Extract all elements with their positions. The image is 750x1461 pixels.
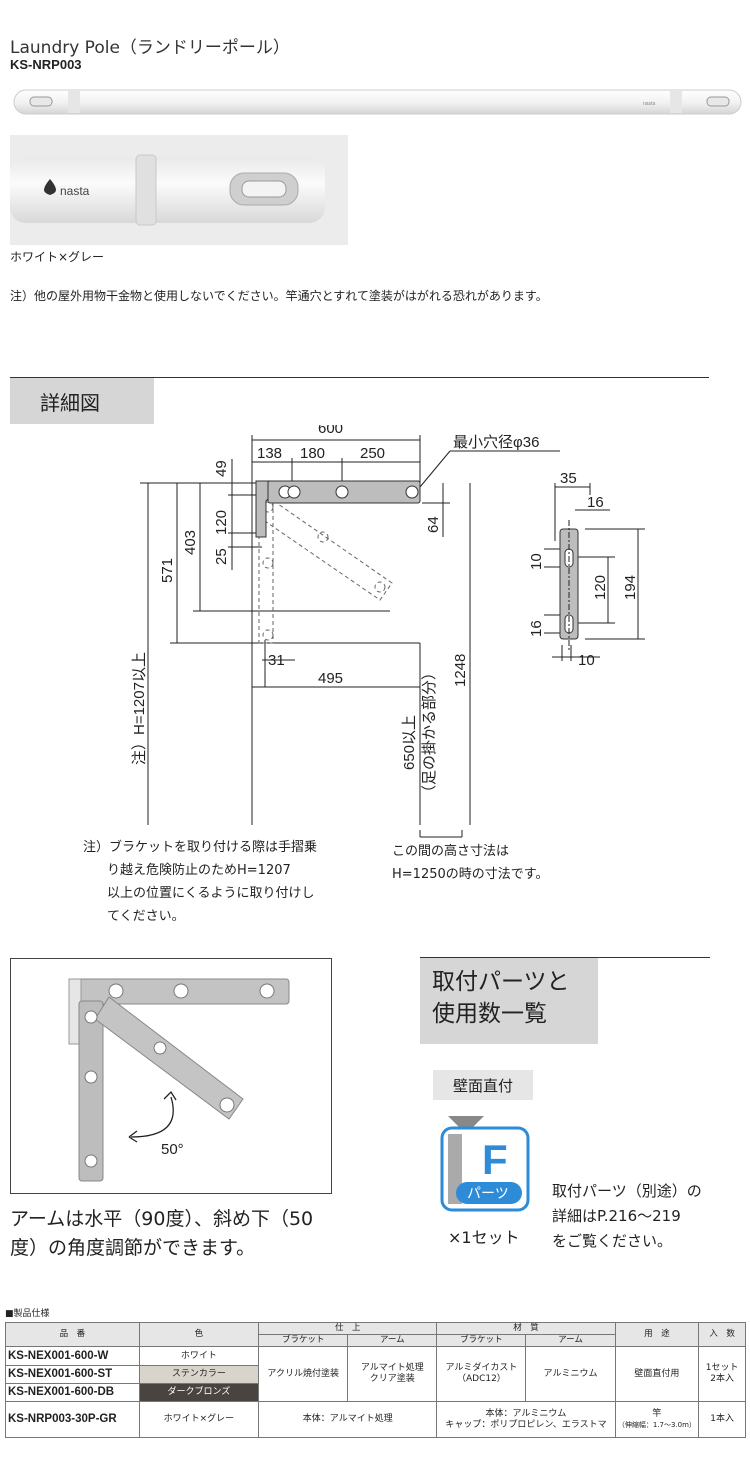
dim-650: 650以上 <box>401 715 418 770</box>
dim-49: 49 <box>213 460 230 477</box>
side-dim-10: 10 <box>528 553 545 570</box>
header-code: 品 番 <box>5 1322 140 1347</box>
header-material-arm: アーム <box>525 1334 616 1347</box>
header-use: 用 途 <box>614 1322 700 1347</box>
nasta-logo-icon <box>44 179 56 195</box>
spec-title: ■製品仕様 <box>5 1309 50 1319</box>
dim-138: 138 <box>257 445 282 462</box>
svg-text:F: F <box>482 1136 508 1183</box>
spec-table: 品 番 色 仕 上 材 質 用 途 入 数 ブラケット アーム ブラケット アー… <box>5 1322 746 1438</box>
parts-heading: 取付パーツと 使用数一覧 <box>420 958 598 1044</box>
mount-type-badge: 壁面直付 <box>433 1070 533 1100</box>
table-row: KS-NEX001-600-DB ダークブロンズ <box>5 1383 746 1402</box>
header-color: 色 <box>138 1322 260 1347</box>
dim-31: 31 <box>268 652 285 669</box>
color-caption: ホワイト×グレー <box>10 250 105 264</box>
svg-text:nasta: nasta <box>643 101 655 107</box>
parts-divider <box>420 957 710 958</box>
table-row: KS-NRP003-30P-GR ホワイト×グレー 本体：アルマイト処理 本体：… <box>5 1401 746 1438</box>
dim-h1207: 注）H=1207以上 <box>131 652 148 765</box>
detail-drawing: 600 138 180 250 最小穴径φ36 49 120 25 403 57… <box>131 425 645 838</box>
detail-heading: 詳細図 <box>10 378 154 424</box>
side-dim-16: 16 <box>587 494 604 511</box>
side-dim-194: 194 <box>622 575 639 600</box>
hole-diameter: 最小穴径φ36 <box>453 434 539 451</box>
dim-180: 180 <box>300 445 325 462</box>
dim-1248: 1248 <box>452 654 469 687</box>
product-code: KS-NRP003 <box>10 57 82 72</box>
header-finish: 仕 上 <box>258 1322 438 1335</box>
product-title: Laundry Pole（ランドリーポール） <box>10 38 290 58</box>
svg-text:パーツ: パーツ <box>467 1186 509 1202</box>
pole-detail-image: nasta <box>10 135 348 245</box>
angle-label: 50° <box>161 1141 184 1158</box>
height-note: この間の高さ寸法は H=1250の時の寸法です。 <box>392 844 549 882</box>
side-dim-10b: 10 <box>578 652 595 669</box>
dim-600: 600 <box>318 425 343 437</box>
usage-note: 注）他の屋外用物干金物と使用しないでください。竿通穴とすれて塗装がはがれる恐れが… <box>10 289 548 303</box>
table-row: KS-NEX001-600-W ホワイト アクリル焼付塗装 アルマイト処理クリア… <box>5 1346 746 1402</box>
header-finish-arm: アーム <box>347 1334 438 1347</box>
parts-f-icon: F パーツ <box>440 1116 530 1212</box>
arm-caption: アームは水平（90度）、斜め下（50 度）の角度調節ができます。 <box>10 1208 314 1259</box>
side-dim-35: 35 <box>560 470 577 487</box>
parts-count: ×1セット <box>448 1228 520 1247</box>
dim-650-note: （足の掛かる部分） <box>421 665 438 800</box>
dim-25: 25 <box>213 548 230 565</box>
parts-reference: 取付パーツ（別途）の 詳細はP.216～219 をご覧ください。 <box>552 1182 702 1250</box>
dim-120: 120 <box>213 510 230 535</box>
dim-403: 403 <box>182 530 199 555</box>
side-dim-120: 120 <box>592 575 609 600</box>
dim-495: 495 <box>318 670 343 687</box>
dim-64: 64 <box>425 516 442 533</box>
pole-full-image: nasta <box>13 89 742 115</box>
arm-photo: 50° <box>10 958 332 1194</box>
side-dim-16b: 16 <box>528 620 545 637</box>
dim-571: 571 <box>159 558 176 583</box>
section-divider <box>10 377 709 378</box>
brand-logo: nasta <box>60 184 90 198</box>
dim-250: 250 <box>360 445 385 462</box>
header-finish-bracket: ブラケット <box>258 1334 349 1347</box>
table-row: KS-NEX001-600-ST ステンカラー <box>5 1365 746 1384</box>
header-material: 材 質 <box>436 1322 616 1335</box>
header-qty: 入 数 <box>698 1322 746 1347</box>
rotate-arrow-icon <box>163 1090 177 1101</box>
header-material-bracket: ブラケット <box>436 1334 527 1347</box>
bracket-note: 注）ブラケットを取り付ける際は手摺乗 り越え危険防止のためH=1207 以上の位… <box>83 840 318 924</box>
